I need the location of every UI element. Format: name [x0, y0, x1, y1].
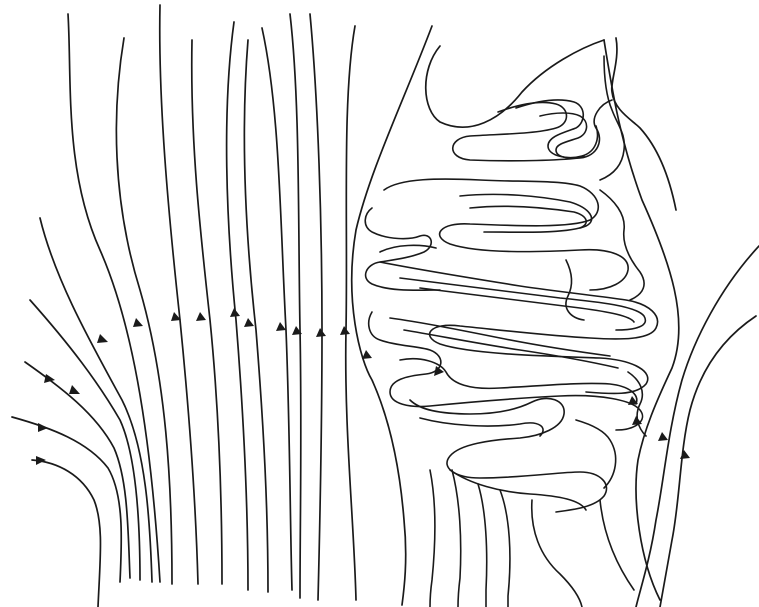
free-streamlines — [12, 5, 356, 607]
arrowhead-icon — [362, 350, 372, 359]
arrowhead-icon — [244, 318, 254, 327]
right-boundary-streamline — [604, 40, 679, 600]
exit-streamline — [500, 490, 510, 607]
exit-streamline — [478, 484, 487, 607]
arrowhead-icon — [69, 385, 80, 394]
arrowhead-icon — [36, 456, 46, 465]
fold-streamlines — [365, 56, 657, 607]
arrowhead-icon — [340, 326, 350, 335]
exit-streamline — [452, 470, 461, 607]
fold-loop — [600, 190, 644, 300]
top-inner-arc-2 — [612, 38, 676, 210]
streamline — [192, 40, 222, 584]
left-boundary-streamline — [352, 26, 432, 605]
exit-streamline — [600, 500, 634, 590]
right-outer-streamline — [636, 246, 759, 607]
streamline — [290, 14, 301, 598]
arrowhead-icon — [44, 374, 55, 383]
exit-streamline — [430, 470, 435, 607]
streamline — [25, 362, 130, 578]
fold-loop — [576, 420, 616, 488]
arrowhead-icons — [36, 308, 690, 465]
streamline — [32, 460, 101, 607]
fold-loop — [410, 398, 607, 512]
streamline — [310, 14, 322, 600]
arrowhead-icon — [276, 322, 286, 331]
arrowhead-icon — [133, 318, 143, 327]
arrowhead-icon — [97, 334, 108, 343]
arrowhead-icon — [680, 450, 690, 459]
fold-loop — [566, 260, 584, 320]
streamline — [244, 40, 268, 592]
arrowhead-icon — [316, 328, 326, 337]
fold-loop — [369, 312, 643, 430]
arrowhead-icon — [196, 312, 206, 321]
streamline — [30, 300, 140, 580]
streamline — [346, 26, 356, 600]
fold-loop — [384, 179, 628, 290]
fold-loop — [404, 330, 618, 368]
fold-loop — [420, 418, 543, 436]
fold-loop — [460, 194, 592, 232]
fold-loop — [600, 56, 624, 180]
arrowhead-icon — [658, 432, 668, 441]
fold-loop — [453, 100, 612, 161]
arrowhead-icon — [230, 308, 240, 317]
exit-streamline — [532, 500, 582, 607]
streamline — [12, 417, 121, 582]
fold-loop — [540, 113, 587, 158]
arrowhead-icon — [38, 423, 48, 432]
streamline — [116, 38, 172, 584]
